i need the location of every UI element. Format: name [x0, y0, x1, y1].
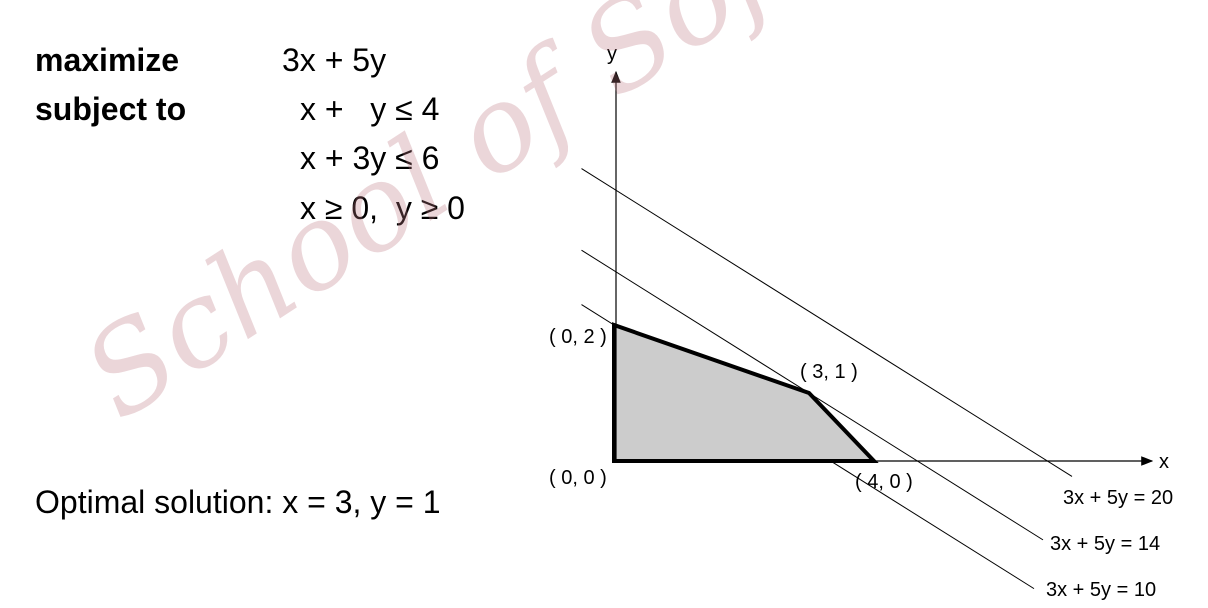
feasible-region — [612, 322, 879, 463]
constraint-3: x ≥ 0, y ≥ 0 — [300, 190, 465, 226]
subject-to-label: subject to — [35, 91, 187, 127]
objective-line-label-14: 3x + 5y = 14 — [1050, 533, 1160, 555]
vertex-label-4-0: ( 4, 0 ) — [855, 471, 913, 493]
constraint-2: x + 3y ≤ 6 — [300, 140, 440, 176]
x-axis-label: x — [1159, 451, 1169, 473]
vertex-label-0-0: ( 0, 0 ) — [549, 467, 607, 489]
vertex-label-0-2: ( 0, 2 ) — [549, 326, 607, 348]
constraint-1: x + y ≤ 4 — [300, 91, 440, 127]
optimal-solution-text: Optimal solution: x = 3, y = 1 — [35, 484, 441, 520]
objective-function: 3x + 5y — [282, 42, 387, 78]
y-axis-label: y — [607, 43, 617, 65]
maximize-label: maximize — [35, 42, 180, 78]
objective-line-20 — [581, 168, 1073, 477]
vertex-label-3-1: ( 3, 1 ) — [800, 361, 858, 383]
objective-line-label-20: 3x + 5y = 20 — [1063, 487, 1173, 509]
objective-line-label-10: 3x + 5y = 10 — [1046, 579, 1156, 601]
